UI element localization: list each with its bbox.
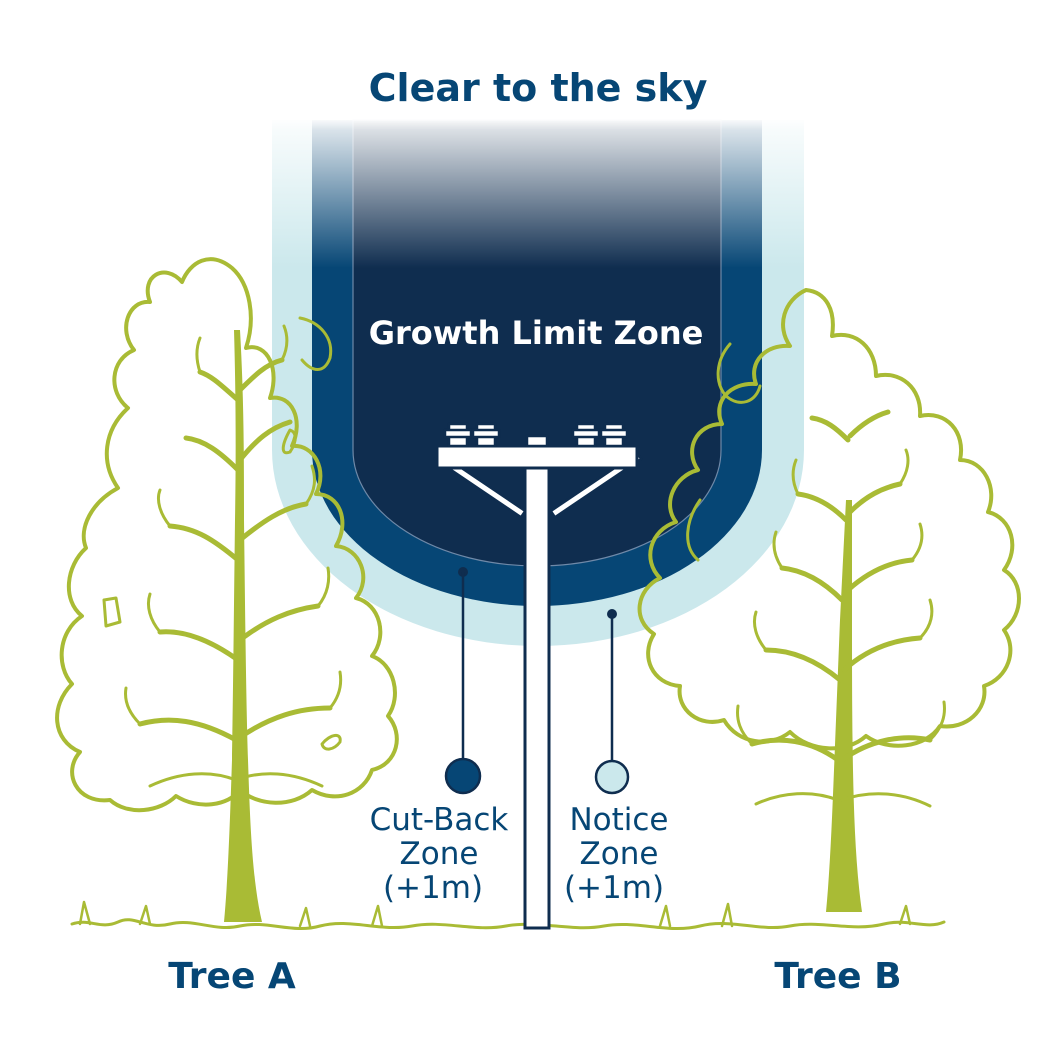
notice-label-line1: Notice [569,802,668,838]
tree-a-canopy [55,257,399,813]
tree-a [55,257,399,922]
cut-back-label-line2: Zone [400,836,479,872]
notice-marker [594,759,630,795]
cut-back-label-line1: Cut-Back [370,802,509,838]
growth-limit-label: Growth Limit Zone [369,314,704,352]
cut-back-label-line3: (+1m) [383,870,483,906]
ground-line [70,918,946,930]
diagram-title: Clear to the sky [369,66,708,110]
cut-back-marker [444,757,482,795]
insulator-icon [443,422,629,448]
tree-a-label: Tree A [168,956,296,997]
tree-b-label: Tree B [774,956,901,997]
sky-fade [260,118,820,268]
notice-callout [594,609,630,795]
tree-b-trunk [826,500,862,912]
tree-b-canopy [637,288,1021,751]
pole-post [523,460,551,930]
notice-label-line3: (+1m) [564,870,664,906]
cut-back-callout [444,567,482,795]
tree-a-trunk [224,330,262,922]
notice-label-line2: Zone [580,836,659,872]
pole-crossarm [435,444,639,470]
utility-pole [433,422,643,930]
tree-b [637,288,1021,912]
